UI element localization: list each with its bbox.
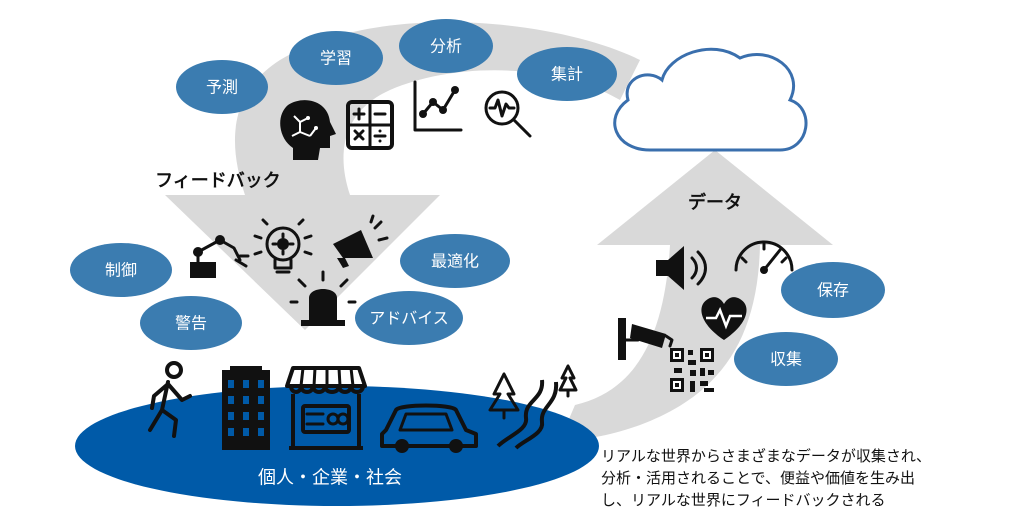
magnifier-pulse-icon: [484, 90, 532, 138]
bubble-aggregation: 集計: [517, 47, 617, 101]
society-label: 個人・企業・社会: [258, 468, 402, 489]
car-icon: [380, 403, 478, 453]
line-chart-icon: [413, 80, 463, 132]
bubble-advice-label: アドバイス: [369, 309, 449, 328]
bubble-analysis: 分析: [399, 19, 493, 73]
bubble-advice: アドバイス: [355, 291, 463, 345]
road-trees-icon: [488, 364, 578, 450]
speaker-icon: [656, 246, 707, 290]
robot-arm-icon: [190, 235, 250, 278]
bubble-storage: 保存: [781, 262, 885, 318]
bubble-learning-label: 学習: [320, 49, 352, 68]
bubble-collection: 収集: [734, 332, 838, 386]
cloud-icon: [613, 47, 808, 152]
bubble-warning-label: 警告: [175, 314, 207, 333]
bubble-learning: 学習: [289, 31, 383, 85]
caption-line-2: 分析・活用されることで、便益や価値を生み出: [601, 469, 915, 487]
speedometer-icon: [734, 240, 794, 274]
siren-icon: [289, 270, 357, 326]
bubble-warning: 警告: [140, 296, 242, 350]
bubble-prediction: 予測: [176, 60, 268, 114]
walking-person-icon: [148, 361, 192, 438]
security-camera-icon: [618, 318, 674, 360]
brain-head-icon: [280, 100, 336, 160]
heart-pulse-icon: [701, 297, 747, 340]
feedback-label: フィードバック: [155, 171, 281, 192]
shop-icon: [285, 366, 367, 450]
megaphone-icon: [333, 214, 389, 268]
bubble-prediction-label: 予測: [206, 78, 238, 97]
bubble-optimization: 最適化: [400, 234, 510, 288]
office-building-icon: [222, 366, 270, 450]
bubble-collection-label: 収集: [770, 350, 802, 369]
bubble-analysis-label: 分析: [430, 37, 462, 56]
bubble-control-label: 制御: [105, 261, 137, 280]
lightbulb-gear-icon: [253, 218, 313, 274]
caption-line-3: し、リアルな世界にフィードバックされる: [601, 491, 886, 509]
qr-code-icon: [670, 348, 714, 392]
data-label: データ: [688, 192, 742, 214]
bubble-aggregation-label: 集計: [551, 65, 583, 84]
caption-line-1: リアルな世界からさまざまなデータが収集され、: [601, 447, 931, 465]
data-arc: [560, 150, 833, 440]
bubble-optimization-label: 最適化: [431, 252, 479, 271]
bubble-storage-label: 保存: [817, 281, 849, 300]
bubble-control: 制御: [70, 243, 172, 297]
calculator-icon: [346, 100, 394, 150]
